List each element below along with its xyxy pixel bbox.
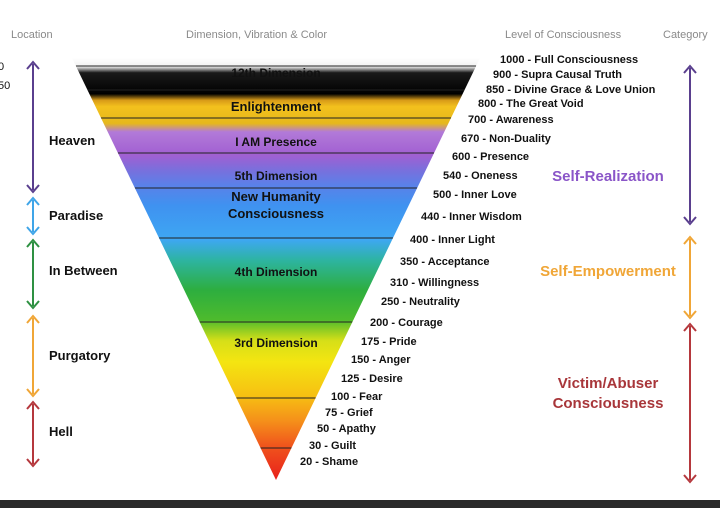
band-label: 5th Dimension	[235, 169, 318, 183]
consciousness-level: 540 - Oneness	[443, 170, 518, 182]
consciousness-level: 125 - Desire	[341, 373, 403, 385]
consciousness-level: 75 - Grief	[325, 407, 373, 419]
edge-fragment: 0	[0, 61, 4, 73]
location-arrow	[26, 238, 40, 310]
consciousness-level: 500 - Inner Love	[433, 189, 517, 201]
consciousness-level: 100 - Fear	[331, 391, 383, 403]
category-label: Victim/Abuser	[558, 375, 659, 392]
consciousness-level: 400 - Inner Light	[410, 234, 495, 246]
header-level: Level of Consciousness	[505, 29, 622, 41]
location-arrow	[26, 60, 40, 194]
band-label: 4th Dimension	[235, 265, 318, 279]
bottom-bar	[0, 500, 720, 508]
consciousness-level: 250 - Neutrality	[381, 296, 461, 308]
band-label: New Humanity	[231, 189, 321, 204]
edge-fragment: 50	[0, 80, 10, 92]
consciousness-level: 150 - Anger	[351, 354, 411, 366]
band-label: 12th Dimension	[231, 66, 320, 80]
band-dividers	[75, 65, 477, 449]
location-arrow	[26, 196, 40, 236]
location-arrow	[26, 400, 40, 468]
location-label: Paradise	[49, 208, 103, 223]
consciousness-level: 600 - Presence	[452, 151, 529, 163]
consciousness-level: 30 - Guilt	[309, 440, 356, 452]
category-label: Self-Realization	[552, 168, 664, 185]
band-label: Consciousness	[228, 206, 324, 221]
category-label: Consciousness	[553, 395, 664, 412]
category-arrow	[683, 322, 697, 484]
consciousness-level: 175 - Pride	[361, 336, 417, 348]
consciousness-level: 440 - Inner Wisdom	[421, 211, 522, 223]
category-arrow	[683, 235, 697, 320]
band-label: I AM Presence	[235, 135, 317, 149]
consciousness-level: 310 - Willingness	[390, 277, 479, 289]
consciousness-level: 900 - Supra Causal Truth	[493, 69, 622, 81]
consciousness-level: 1000 - Full Consciousness	[500, 54, 638, 66]
band-label: Enlightenment	[231, 99, 322, 114]
header-dimension: Dimension, Vibration & Color	[186, 29, 327, 41]
band-label: 3rd Dimension	[234, 336, 317, 350]
consciousness-level: 850 - Divine Grace & Love Union	[486, 84, 656, 96]
category-arrow	[683, 64, 697, 226]
header-location: Location	[11, 29, 53, 41]
location-arrow	[26, 314, 40, 398]
location-label: Heaven	[49, 133, 95, 148]
consciousness-level: 670 - Non-Duality	[461, 133, 552, 145]
consciousness-level: 50 - Apathy	[317, 423, 377, 435]
category-label: Self-Empowerment	[540, 263, 676, 280]
location-label: Hell	[49, 424, 73, 439]
consciousness-level: 350 - Acceptance	[400, 256, 489, 268]
consciousness-level: 200 - Courage	[370, 317, 443, 329]
consciousness-level: 700 - Awareness	[468, 114, 554, 126]
location-label: In Between	[49, 263, 118, 278]
consciousness-level: 800 - The Great Void	[478, 98, 584, 110]
header-category: Category	[663, 29, 708, 41]
consciousness-level: 20 - Shame	[300, 456, 358, 468]
location-label: Purgatory	[49, 348, 111, 363]
consciousness-triangle	[72, 58, 480, 480]
